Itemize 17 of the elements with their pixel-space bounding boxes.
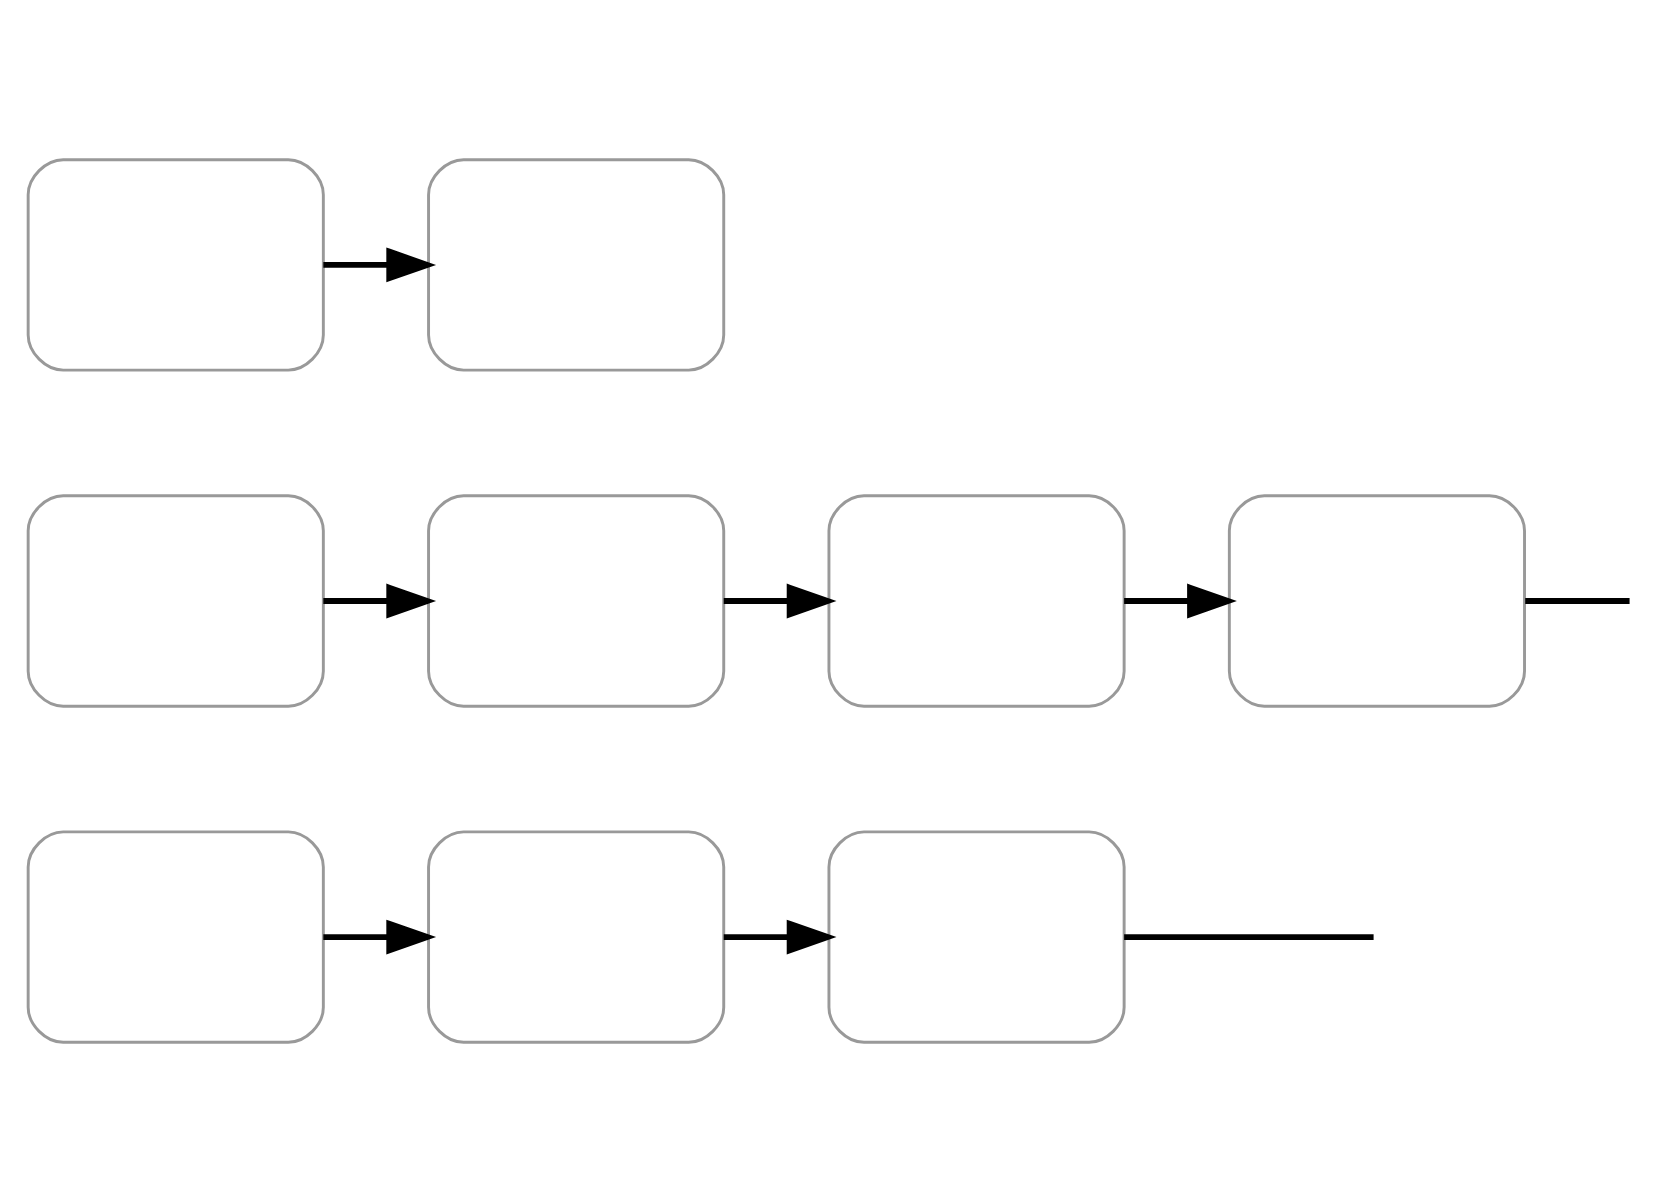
arrow xyxy=(323,246,437,282)
node-box xyxy=(827,829,1126,1043)
node-box xyxy=(26,493,325,707)
arrow xyxy=(723,582,837,618)
node-box xyxy=(427,493,726,707)
arrow xyxy=(323,582,437,618)
node-box xyxy=(427,829,726,1043)
connector xyxy=(1124,933,1374,940)
node-box xyxy=(427,157,726,371)
node-box xyxy=(827,493,1126,707)
arrow xyxy=(723,918,837,954)
connector xyxy=(1525,597,1630,603)
node-box xyxy=(1227,493,1526,707)
arrow xyxy=(323,918,437,954)
node-box xyxy=(26,157,325,371)
arrow xyxy=(1124,582,1237,618)
node-box xyxy=(26,829,325,1043)
